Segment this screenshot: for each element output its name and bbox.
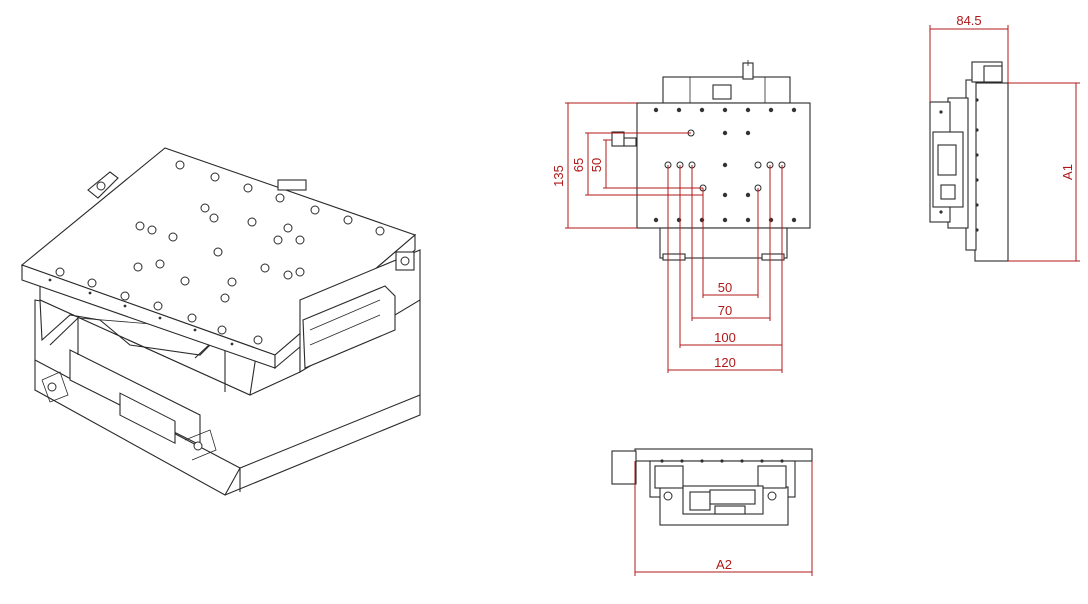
dim-a1-label: A1 bbox=[1060, 164, 1075, 180]
dim-135-label: 135 bbox=[551, 165, 566, 187]
dim-a2-label: A2 bbox=[716, 557, 732, 572]
dim-65-label: 65 bbox=[571, 158, 586, 172]
dim-100-label: 100 bbox=[714, 330, 736, 345]
dim-50-vertical-label: 50 bbox=[589, 158, 604, 172]
front-view bbox=[611, 448, 813, 576]
side-view bbox=[929, 25, 1080, 262]
dim-120-label: 120 bbox=[714, 355, 736, 370]
dim-50-horizontal-label: 50 bbox=[718, 280, 732, 295]
top-view bbox=[565, 60, 811, 373]
dim-70-label: 70 bbox=[718, 303, 732, 318]
isometric-view bbox=[20, 147, 421, 496]
dim-84-5-label: 84.5 bbox=[956, 13, 981, 28]
